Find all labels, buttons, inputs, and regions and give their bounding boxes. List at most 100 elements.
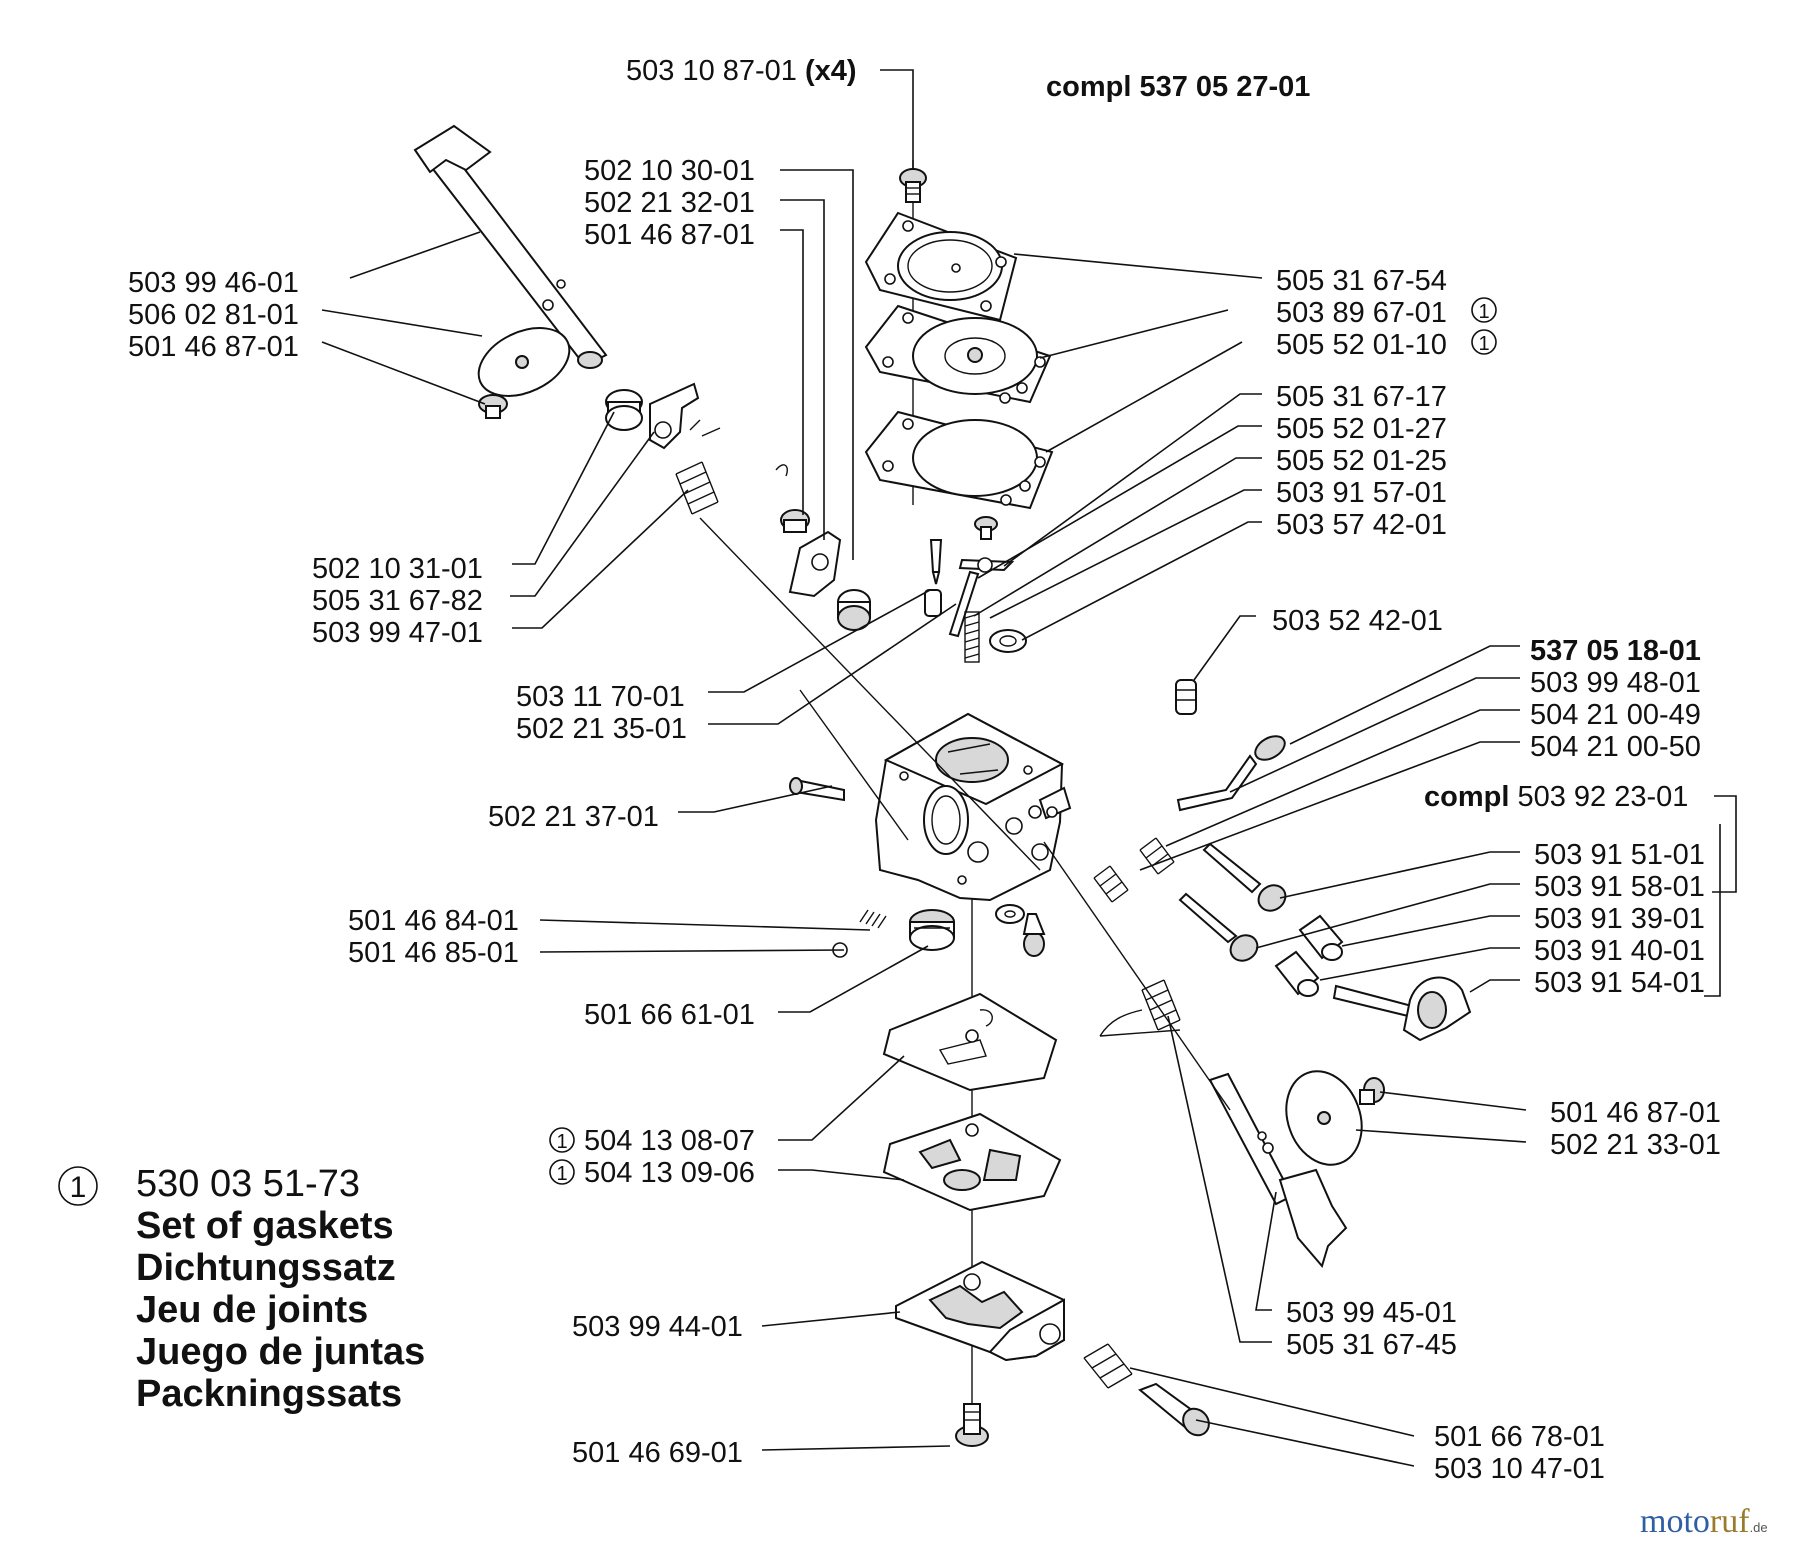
shaft-bushing <box>605 389 643 431</box>
gasket-marker: 1 <box>556 1163 567 1185</box>
label-left: 502 10 31-01 <box>312 553 483 585</box>
label-right: 501 66 78-01 <box>1434 1421 1605 1453</box>
legend-marker: 1 <box>70 1171 87 1204</box>
impulse-tube <box>1176 735 1286 812</box>
gasket-marker-circle <box>549 1127 575 1153</box>
cover-screw <box>955 1403 989 1447</box>
label-left: 501 46 87-01 <box>584 219 755 251</box>
label-left: 505 31 67-82 <box>312 585 483 617</box>
label-right: 503 91 40-01 <box>1534 935 1705 967</box>
label-right: 504 21 00-49 <box>1530 699 1701 731</box>
label-screw-x4: 503 10 87-01 (x4) <box>626 55 857 87</box>
gasket-marker: 1 <box>556 1131 567 1153</box>
label-right: 505 52 01-27 <box>1276 413 1447 445</box>
lever-clip <box>958 557 1015 573</box>
strainer-screen <box>909 909 955 951</box>
label-compl-carburetor: compl 537 05 27-01 <box>1046 71 1310 103</box>
high-speed-needle <box>1202 842 1287 912</box>
metering-gasket <box>882 1112 1062 1212</box>
label-left: 502 21 37-01 <box>488 801 659 833</box>
centerline-4 <box>1099 1029 1181 1037</box>
throttle-spring <box>675 461 719 515</box>
label-left: 504 13 09-06 <box>584 1157 755 1189</box>
choke-detent <box>780 509 810 533</box>
centerline-1 <box>699 517 1041 871</box>
gasket-marker-circle <box>1471 297 1497 323</box>
label-left: 504 13 08-07 <box>584 1125 755 1157</box>
legend-line: Jeu de joints <box>136 1289 368 1331</box>
screw-small-2 <box>1022 913 1046 957</box>
idle-screw <box>1138 1382 1210 1437</box>
legend-number: 530 03 51-73 <box>136 1163 360 1205</box>
pump-diaphragm <box>864 304 1052 404</box>
low-speed-needle <box>1178 892 1259 962</box>
gasket-marker-circle <box>1471 329 1497 355</box>
label-right: 505 31 67-45 <box>1286 1329 1457 1361</box>
legend-marker-circle <box>58 1166 98 1206</box>
legend-line: Set of gaskets <box>136 1205 394 1247</box>
watermark-text: motoruf.de <box>1640 1503 1768 1540</box>
label-right: 503 99 45-01 <box>1286 1297 1457 1329</box>
label-compl-kit: compl 503 92 23-01 <box>1424 781 1688 813</box>
gasket-marker: 1 <box>1478 301 1489 323</box>
label-left: 502 21 32-01 <box>584 187 755 219</box>
label-right: 503 91 39-01 <box>1534 903 1705 935</box>
label-right: 503 91 54-01 <box>1534 967 1705 999</box>
idle-spring <box>1083 1343 1133 1389</box>
label-right: 503 10 47-01 <box>1434 1453 1605 1485</box>
label-left: 503 99 46-01 <box>128 267 299 299</box>
label-left: 503 11 70-01 <box>516 681 685 713</box>
label-left: 506 02 81-01 <box>128 299 299 331</box>
label-right: 505 31 67-54 <box>1276 265 1447 297</box>
throttle-wire <box>775 464 788 477</box>
label-right: 503 99 48-01 <box>1530 667 1701 699</box>
pump-gasket <box>864 410 1054 510</box>
screw-top <box>899 168 927 203</box>
label-right: 505 52 01-25 <box>1276 445 1447 477</box>
labels: 503 10 87-01 (x4) compl 537 05 27-01 502… <box>128 55 1721 1485</box>
label-pump-kit: 537 05 18-01 <box>1530 635 1701 667</box>
leader-lines <box>321 69 1737 1467</box>
washer <box>989 629 1027 653</box>
label-left: 502 21 35-01 <box>516 713 687 745</box>
choke-disc-screw <box>1359 1077 1385 1105</box>
label-right: 501 46 87-01 <box>1550 1097 1721 1129</box>
legend: 1 530 03 51-73 Set of gaskets Dichtungss… <box>58 1163 425 1415</box>
throttle-disc-screw <box>478 394 508 419</box>
pump-cover <box>864 211 1018 322</box>
choke-shaft <box>1208 1072 1348 1269</box>
label-left: 503 99 47-01 <box>312 617 483 649</box>
spring-small <box>964 611 980 663</box>
label-left: 501 46 87-01 <box>128 331 299 363</box>
label-right: 503 57 42-01 <box>1276 509 1447 541</box>
centerline-3 <box>1043 841 1231 1111</box>
label-right: 503 89 67-01 <box>1276 297 1447 329</box>
label-right: 504 21 00-50 <box>1530 731 1701 763</box>
metering-diaphragm <box>882 992 1058 1092</box>
label-left: 503 99 44-01 <box>572 1311 743 1343</box>
limiter-lever <box>1332 976 1472 1042</box>
parts-drawing <box>413 124 1472 1447</box>
gasket-marker: 1 <box>1478 333 1489 355</box>
high-speed-spring <box>1139 837 1175 875</box>
label-left: 501 46 69-01 <box>572 1437 743 1469</box>
watermark: motoruf.de <box>1640 1503 1768 1540</box>
gasket-marker-circle <box>549 1159 575 1185</box>
needle-seat <box>924 589 942 617</box>
choke-lever <box>788 530 842 598</box>
carburetor-body <box>874 712 1072 902</box>
throttle-disc <box>477 327 571 397</box>
throttle-lever <box>649 382 721 450</box>
choke-bushing <box>837 589 871 631</box>
metering-cover <box>895 1260 1065 1362</box>
small-screw <box>974 516 998 540</box>
washer-small <box>995 904 1025 924</box>
legend-line: Juego de juntas <box>136 1331 425 1373</box>
label-right: 503 91 58-01 <box>1534 871 1705 903</box>
throttle-shaft <box>413 124 608 369</box>
limiter-cap-1 <box>1298 914 1344 961</box>
label-right: 502 21 33-01 <box>1550 1129 1721 1161</box>
check-valve <box>1175 679 1197 715</box>
